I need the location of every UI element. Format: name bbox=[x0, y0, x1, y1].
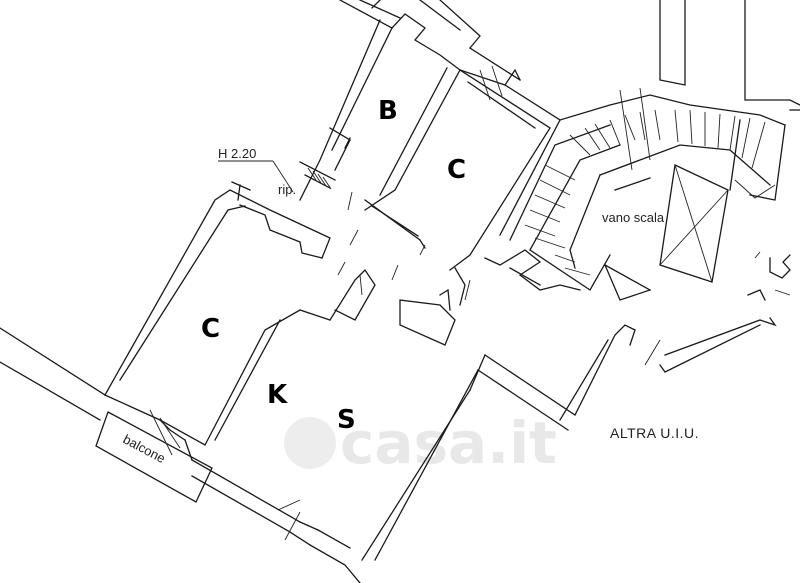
balcony-note: balcone bbox=[121, 431, 168, 466]
room-bathroom bbox=[299, 19, 461, 211]
label-bathroom: B bbox=[378, 96, 398, 126]
label-living: S bbox=[337, 405, 356, 435]
adjacent-unit bbox=[659, 0, 800, 373]
watermark: casa.it bbox=[284, 409, 557, 477]
watermark-logo-icon bbox=[284, 417, 336, 469]
room-bedroom-top bbox=[364, 65, 561, 306]
storage-note: rip. bbox=[278, 182, 296, 197]
stairwell-note: vano scala bbox=[602, 210, 665, 225]
outer-walls bbox=[0, 0, 561, 583]
label-bedroom-top: C bbox=[447, 155, 466, 185]
label-bedroom-left: C bbox=[201, 314, 220, 344]
stairwell bbox=[509, 87, 786, 301]
room-living-kitchen bbox=[277, 229, 661, 561]
watermark-text: casa.it bbox=[340, 409, 557, 477]
ceiling-height-note: H 2.20 bbox=[218, 146, 256, 161]
balcony bbox=[95, 409, 213, 503]
adjacent-unit-note: ALTRA U.I.U. bbox=[610, 425, 699, 441]
label-kitchen: K bbox=[267, 380, 288, 410]
